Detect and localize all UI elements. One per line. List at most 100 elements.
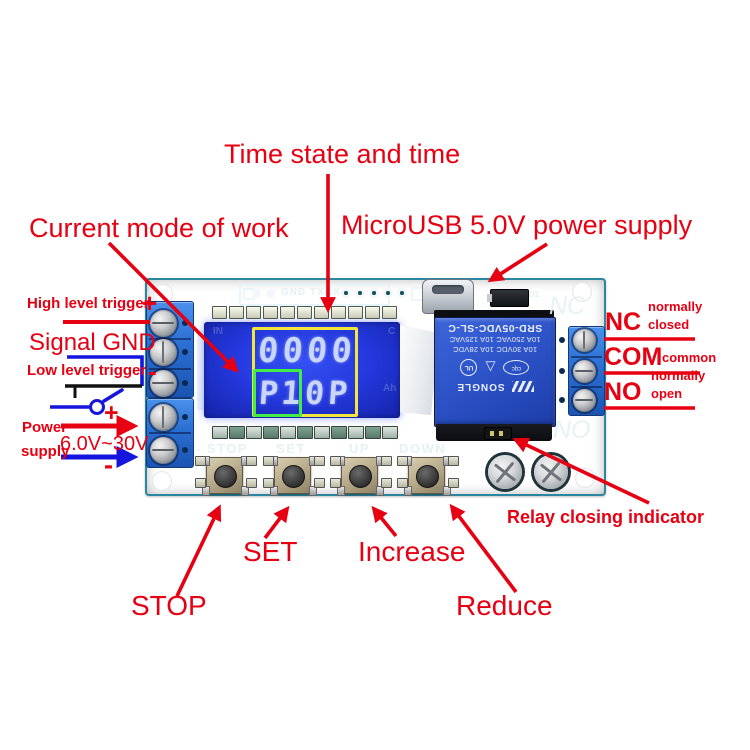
lcd-faint-ah: Ah (383, 383, 396, 394)
switch-pivot-icon (91, 401, 104, 414)
through-hole (383, 288, 393, 298)
relay-rating-ac: 10A 250VAC 10A 125VAC (435, 335, 555, 344)
plus-sign-trigger: + (142, 290, 157, 317)
smd-pad (448, 456, 459, 466)
terminal-pin-dot (559, 368, 565, 374)
label-microusb: MicroUSB 5.0V power supply (341, 212, 692, 240)
arrow-increase (374, 509, 396, 536)
label-reduce: Reduce (456, 592, 553, 621)
relay-model: SRD-05VDC-SL-C (435, 322, 555, 334)
smd-component (331, 426, 347, 439)
smd-pad (397, 456, 408, 466)
smd-component (348, 426, 364, 439)
smd-pad (330, 478, 341, 488)
smd-component (212, 426, 228, 439)
label-com-desc: common (662, 351, 716, 364)
smd-resistor (280, 306, 295, 319)
terminal-pin-dot (182, 380, 188, 386)
label-nc-desc1: normally (648, 300, 702, 313)
smd-resistor (212, 306, 227, 319)
smd-resistor (297, 306, 312, 319)
label-time-state: Time state and time (224, 141, 460, 169)
label-no-desc2: open (651, 387, 682, 400)
smd-component (314, 426, 330, 439)
label-signal-gnd: Signal GND (29, 331, 156, 355)
label-no-desc1: normally (651, 369, 705, 382)
minus-sign-trigger: - (148, 358, 157, 385)
smd-pad (397, 478, 408, 488)
smd-resistor (314, 306, 329, 319)
terminal-screw (573, 329, 596, 352)
smd-resistor (382, 306, 397, 319)
smd-pad (195, 478, 206, 488)
terminal-screw (150, 437, 177, 464)
relay: SRD-05VDC-SL-C 10A 250VAC 10A 125VAC 10A… (434, 310, 554, 441)
through-hole (355, 288, 365, 298)
smd-pad (195, 456, 206, 466)
smd-pad (381, 456, 392, 466)
smd-resistor (365, 306, 380, 319)
relay-brand: SONGLE (456, 381, 504, 392)
label-increase: Increase (358, 538, 465, 567)
terminal-screw (573, 360, 596, 383)
label-nc: NC (605, 310, 641, 336)
minus-sign-power: - (104, 452, 113, 480)
silk-nc: NC (549, 292, 585, 321)
terminal-pin-dot (559, 337, 565, 343)
label-relay-indicator: Relay closing indicator (507, 508, 704, 526)
smd-pad (246, 478, 257, 488)
relay-cert-logos: cqc △ UL (435, 356, 555, 380)
smd-pad (314, 478, 325, 488)
smd-component (229, 426, 245, 439)
ul-logo: UL (461, 360, 478, 377)
through-hole (369, 288, 379, 298)
smd-component (246, 426, 262, 439)
serial-header-label: GND TXRX (281, 287, 341, 298)
terminal-pin-dot (182, 320, 188, 326)
smd-pad (246, 456, 257, 466)
smd-component (297, 426, 313, 439)
smd-resistor (348, 306, 363, 319)
lcd-faint-c: C (388, 326, 395, 337)
mounting-hole (575, 468, 595, 488)
smd-component (280, 426, 296, 439)
smd-resistor (229, 306, 244, 319)
plus-sign-power: + (104, 401, 119, 427)
smd-resistor (246, 306, 261, 319)
solder-pad (488, 455, 522, 489)
smd-component (263, 426, 279, 439)
terminal-pin-dot (559, 397, 565, 403)
smd-pad (448, 478, 459, 488)
through-hole (341, 288, 351, 298)
label-nc-desc2: closed (648, 318, 689, 331)
smd-resistor (263, 306, 278, 319)
mounting-hole (152, 471, 172, 491)
songle-stripes-icon (512, 381, 534, 392)
arrow-microusb (491, 244, 547, 280)
relay-brand-row: SONGLE (435, 381, 555, 392)
terminal-pin-dot (182, 447, 188, 453)
tactile-button (408, 457, 445, 494)
d1-label: D1 (529, 290, 539, 299)
smd-pad (263, 456, 274, 466)
label-set: SET (243, 538, 297, 567)
arrow-stop (177, 508, 219, 596)
silk-stop: - STOP (196, 441, 248, 456)
terminal-screw (573, 389, 596, 412)
silk-no: NO (553, 416, 591, 445)
lcd-left-edge (197, 330, 204, 410)
through-hole (266, 289, 275, 298)
label-high-level: High level trigger (27, 296, 150, 311)
silk-set: SET (276, 441, 306, 456)
smd-pad (263, 478, 274, 488)
mode-highlight-box (253, 369, 302, 417)
label-current-mode: Current mode of work (29, 215, 289, 243)
lcd-faint-in: IN (213, 326, 223, 337)
smd-pad (330, 456, 341, 466)
terminal-pin-dot (182, 349, 188, 355)
relay-rating-dc: 10A 30VDC 10A 28VDC (435, 345, 555, 354)
cqc-logo: cqc (504, 361, 530, 376)
tactile-button (274, 457, 311, 494)
label-low-level: Low level trigger (27, 363, 146, 378)
